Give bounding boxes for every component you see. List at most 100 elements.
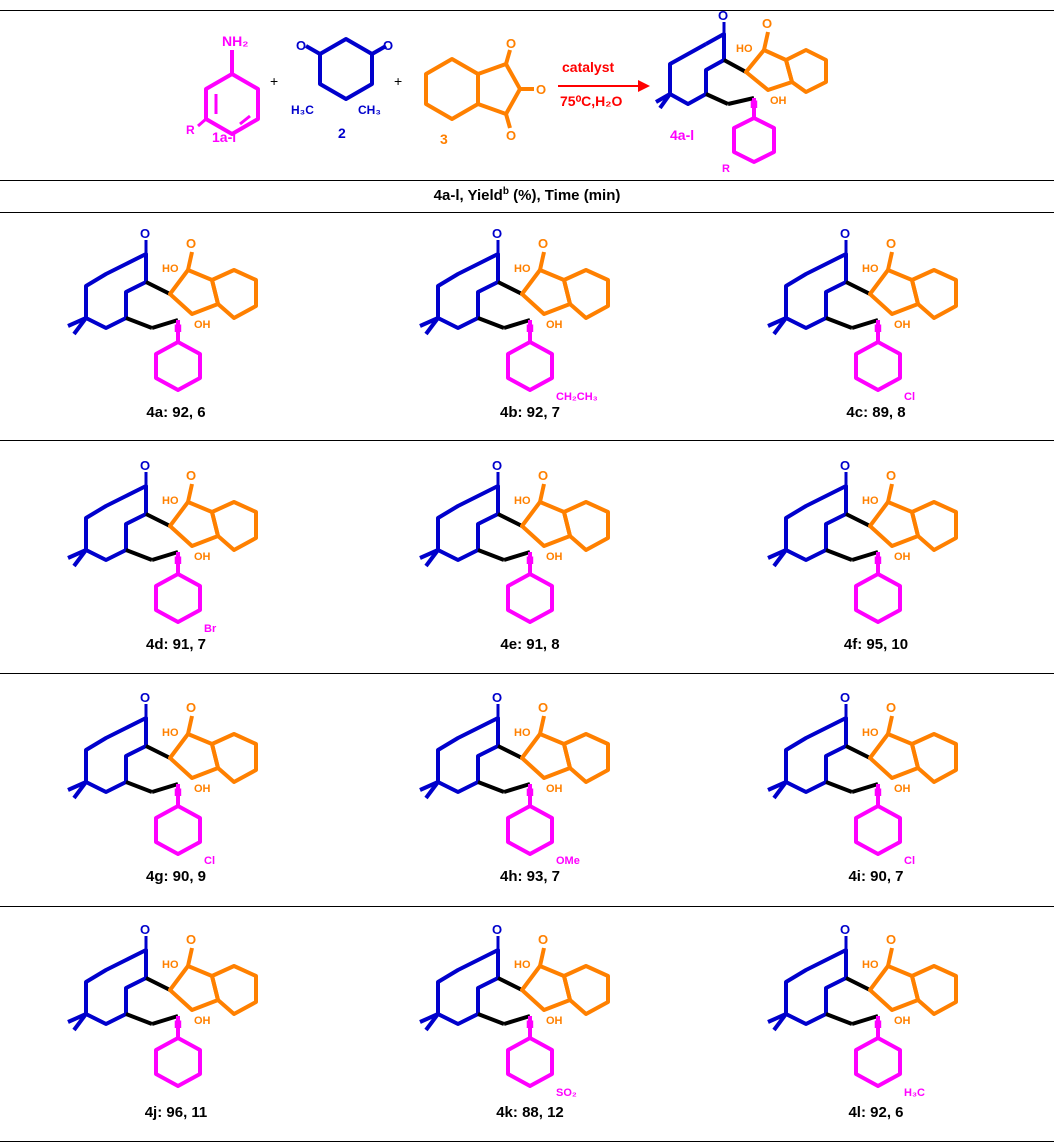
nitrogen-atom: N <box>526 1019 534 1031</box>
nitrogen-atom: N <box>526 787 534 799</box>
rule-row2-bottom <box>0 673 1054 674</box>
svg-text:R: R <box>722 163 730 175</box>
plus-2: + <box>394 73 402 89</box>
ch3-label: CH₃ <box>358 103 381 117</box>
hydroxyl-top: HO <box>862 495 879 507</box>
compound-label: 4g: 90, 9 <box>145 868 207 885</box>
benzo-ring <box>910 500 958 552</box>
indanone-ring <box>520 500 572 548</box>
benzo-ring <box>210 732 258 784</box>
benzo-ring <box>562 964 610 1016</box>
compound-label: 4b: 92, 7 <box>499 404 561 421</box>
indanone-oxygen: O <box>186 236 196 251</box>
cyclohexenone-ring <box>84 484 148 562</box>
indanone-oxygen: O <box>886 468 896 483</box>
cyclohexenone-ring <box>436 252 500 330</box>
product-structure[interactable]: O O HO OH N R 4a-l <box>655 8 828 175</box>
benzo-ring <box>910 732 958 784</box>
oxygen-n1: O <box>506 36 516 51</box>
substituent-label: Br <box>204 623 217 635</box>
hydroxyl-top: HO <box>514 727 531 739</box>
hydroxyl-top: HO <box>862 959 879 971</box>
indanone-oxygen: O <box>538 468 548 483</box>
indanone-ring <box>168 268 220 316</box>
nitrogen-atom: N <box>874 555 882 567</box>
compound-label: 4l: 92, 6 <box>848 1104 904 1121</box>
aryl-ring <box>154 804 202 856</box>
ketone-oxygen: O <box>492 458 502 473</box>
cyclohexenone-ring <box>84 252 148 330</box>
indanone-oxygen: O <box>886 236 896 251</box>
indanone-ring <box>868 732 920 780</box>
hydroxyl-top: HO <box>514 263 531 275</box>
nitrogen-atom: N <box>526 323 534 335</box>
cyclohexenone-ring <box>436 716 500 794</box>
indanone-ring <box>868 964 920 1012</box>
benzo-ring <box>210 500 258 552</box>
benzo-ring <box>562 268 610 320</box>
rule-scheme-bottom <box>0 180 1054 181</box>
aryl-ring <box>506 1036 554 1088</box>
cyclohexenone-ring <box>784 484 848 562</box>
ketone-oxygen: O <box>140 922 150 937</box>
hydroxyl-bottom: OH <box>194 1015 211 1027</box>
indanone-ring <box>168 500 220 548</box>
substituent-label: H₃C <box>904 1087 925 1099</box>
nitrogen-atom: N <box>874 1019 882 1031</box>
r-group-label: R <box>186 123 195 137</box>
plus-1: + <box>270 73 278 89</box>
aryl-ring <box>506 804 554 856</box>
product-label: 4a-l <box>670 127 694 143</box>
aryl-ring <box>154 572 202 624</box>
oxygen-n2: O <box>536 82 546 97</box>
ketone-oxygen: O <box>840 458 850 473</box>
aryl-ring <box>854 572 902 624</box>
hydroxyl-bottom: OH <box>546 1015 563 1027</box>
indanone-oxygen: O <box>186 468 196 483</box>
table-header: 4a-l, Yieldb (%), Time (min) <box>433 186 621 204</box>
hydroxyl-bottom: OH <box>894 319 911 331</box>
svg-text:N: N <box>750 99 758 111</box>
rule-row3-bottom <box>0 906 1054 907</box>
hydroxyl-top: HO <box>514 959 531 971</box>
reactant1-label: 1a-l <box>212 129 236 145</box>
conditions-label: 75⁰C,H₂O <box>560 93 623 109</box>
indanone-oxygen: O <box>886 932 896 947</box>
substituent-label: CH₂CH₃ <box>556 391 598 403</box>
cyclohexenone-ring <box>436 484 500 562</box>
compound-label: 4c: 89, 8 <box>846 404 906 421</box>
h3c-label: H₃C <box>291 103 314 117</box>
hydroxyl-top: HO <box>862 727 879 739</box>
substituent-label: OMe <box>556 855 580 867</box>
svg-text:O: O <box>762 16 772 31</box>
hydroxyl-top: HO <box>514 495 531 507</box>
cyclohexenone-ring <box>84 948 148 1026</box>
substituent-label: Cl <box>904 391 915 403</box>
nitrogen-atom: N <box>526 555 534 567</box>
aryl-ring <box>506 572 554 624</box>
nitrogen-atom: N <box>174 555 182 567</box>
dimedone-structure <box>305 37 387 101</box>
benzo-ring <box>910 268 958 320</box>
compound-label: 4a: 92, 6 <box>146 404 206 421</box>
aryl-ring <box>154 1036 202 1088</box>
